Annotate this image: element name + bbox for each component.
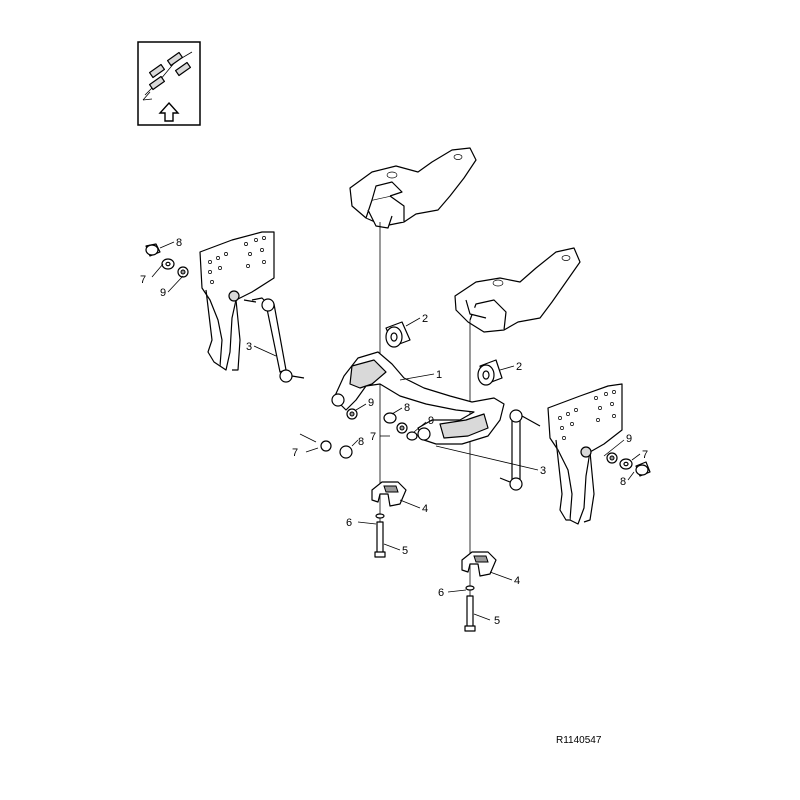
callout-4: 4 (514, 575, 520, 587)
fastener-set-middle (320, 408, 418, 459)
callout-4: 4 (422, 503, 428, 515)
callout-8: 8 (176, 237, 182, 249)
callout-8: 8 (620, 476, 626, 488)
plate-holes (208, 236, 266, 284)
callout-7: 7 (140, 274, 146, 286)
mounting-plate-right (547, 383, 623, 525)
callout-9: 9 (160, 287, 166, 299)
bolt-right (464, 595, 476, 632)
callout-3: 3 (246, 341, 252, 353)
callout-3: 3 (540, 465, 546, 477)
callout-8: 8 (404, 402, 410, 414)
subframe-bracket-right (454, 247, 581, 333)
bolt-left (374, 521, 386, 558)
callout-1: 1 (436, 369, 442, 381)
vehicle-outline-icon (142, 51, 193, 101)
bushing-lower (477, 359, 503, 386)
bushing-upper (385, 321, 411, 348)
leader-lines (151, 241, 641, 621)
callout-9: 9 (368, 397, 374, 409)
clamp-right (461, 551, 497, 577)
mounting-plate-left (199, 231, 275, 371)
clamp-left (371, 481, 407, 507)
callout-8: 8 (358, 436, 364, 448)
callout-9: 9 (626, 433, 632, 445)
callout-6: 6 (346, 517, 352, 529)
washer-right (465, 585, 475, 591)
callout-7: 7 (642, 449, 648, 461)
orientation-icon (137, 41, 201, 126)
callout-2: 2 (422, 313, 428, 325)
callout-labels: 8 7 9 2 3 1 2 9 8 9 7 8 7 9 7 8 3 4 6 5 … (140, 237, 648, 627)
callout-5: 5 (494, 615, 500, 627)
stabilizer-link-left (243, 297, 305, 383)
washer-left (375, 513, 385, 519)
control-arm (331, 351, 505, 445)
callout-9: 9 (428, 415, 434, 427)
callout-7: 7 (370, 431, 376, 443)
diagram-reference-code: R1140547 (556, 735, 602, 746)
alignment-axes (379, 222, 471, 630)
subframe-bracket-left (349, 147, 477, 229)
fastener-set-upper-left (145, 243, 189, 278)
stabilizer-link-right (499, 409, 541, 491)
callout-6: 6 (438, 587, 444, 599)
callout-5: 5 (402, 545, 408, 557)
callout-2: 2 (516, 361, 522, 373)
callout-7: 7 (292, 447, 298, 459)
plate-holes (558, 390, 616, 440)
front-direction-arrow-icon (158, 101, 180, 122)
fastener-set-lower-right (606, 452, 651, 477)
